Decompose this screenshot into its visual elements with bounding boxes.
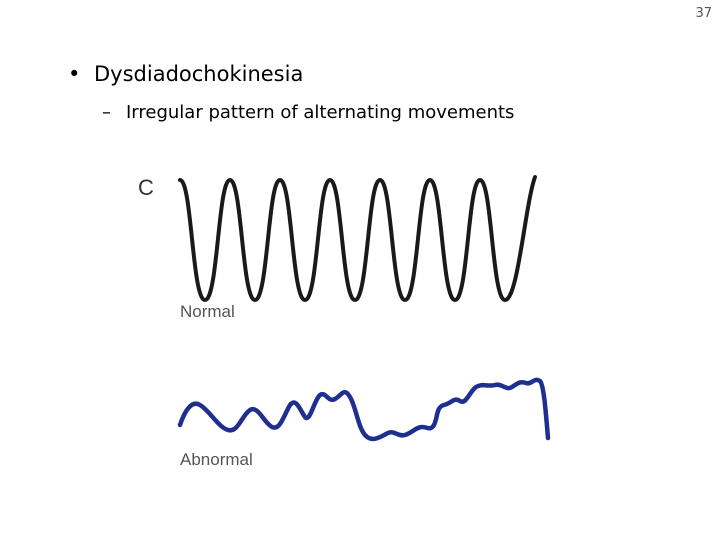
trace-canvas <box>177 175 551 442</box>
bullet-dot-icon: • <box>68 62 81 86</box>
sub-bullet-item: – Irregular pattern of alternating movem… <box>102 102 514 123</box>
abnormal-trace <box>177 377 551 442</box>
sub-bullet-text: Irregular pattern of alternating movemen… <box>126 102 515 123</box>
slide-number: 37 <box>695 6 712 21</box>
bullet-item: • Dysdiadochokinesia <box>68 62 303 86</box>
bullet-text: Dysdiadochokinesia <box>94 62 304 86</box>
panel-letter: C <box>138 175 154 200</box>
normal-trace <box>178 175 537 302</box>
abnormal-label: Abnormal <box>180 450 253 469</box>
sub-bullet-dash-icon: – <box>102 102 111 123</box>
movement-trace-figure: C Normal Abnormal <box>130 165 560 485</box>
normal-label: Normal <box>180 302 235 321</box>
